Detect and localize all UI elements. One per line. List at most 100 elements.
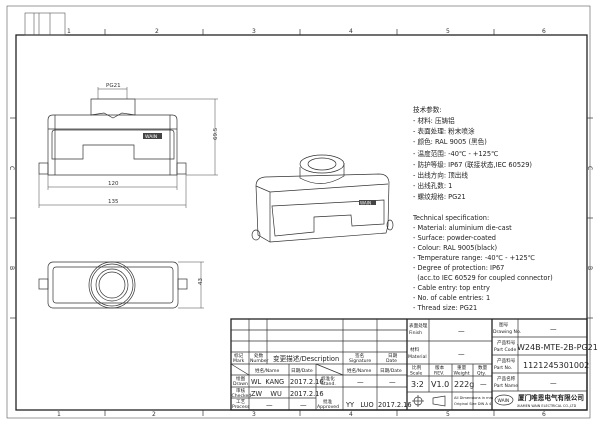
svg-text:Finish: Finish [409, 330, 422, 336]
svg-text:- 表面处理: 粉末喷涂: - 表面处理: 粉末喷涂 [413, 127, 475, 136]
svg-text:Stand.: Stand. [321, 381, 336, 387]
svg-text:- Colour: RAL 9005(black): - Colour: RAL 9005(black) [413, 244, 497, 252]
svg-text:—: — [550, 325, 557, 333]
col-marker: 2 [152, 411, 156, 418]
svg-text:222g: 222g [454, 380, 474, 389]
svg-text:Drawing No.: Drawing No. [493, 329, 521, 335]
col-marker: 1 [67, 28, 71, 35]
svg-text:ZW WU: ZW WU [251, 390, 282, 398]
company-name-en: XIAMEN WAIN ELECTRICAL CO.,LTD [517, 404, 577, 408]
svg-text:—: — [266, 401, 273, 409]
top-view: 43 [38, 261, 204, 309]
svg-text:工艺: 工艺 [236, 399, 246, 405]
spec-cn: 技术参数: - 材料: 压铸铝 - 表面处理: 粉末喷涂 - 颜色: RAL 9… [413, 105, 532, 201]
svg-text:Part No.: Part No. [494, 365, 512, 371]
svg-text:Approved: Approved [317, 404, 339, 410]
svg-text:Original Size DIN A 4: Original Size DIN A 4 [454, 402, 492, 406]
col-marker: 5 [446, 28, 450, 35]
svg-text:All Dimensions in mm: All Dimensions in mm [454, 396, 494, 400]
svg-text:日期/Date: 日期/Date [291, 368, 313, 374]
svg-text:版本: 版本 [435, 364, 445, 371]
svg-text:表面处理: 表面处理 [409, 322, 428, 329]
col-marker: 4 [349, 411, 353, 418]
svg-text:处数: 处数 [254, 352, 264, 359]
part-no-value: 1121245301002 [523, 361, 589, 370]
svg-text:- 防护等级: IP67 (联接状态,IEC 60529): - 防护等级: IP67 (联接状态,IEC 60529) [413, 160, 532, 169]
svg-text:WL KANG: WL KANG [251, 378, 284, 386]
front-view: WAIN PG21 69.5 120 135 [38, 83, 219, 208]
svg-text:—: — [458, 350, 465, 358]
svg-text:- Temperature range: -40℃ - +1: - Temperature range: -40℃ - +125℃ [413, 254, 535, 262]
svg-text:3:2: 3:2 [411, 380, 424, 389]
svg-text:Scale: Scale [410, 371, 423, 377]
svg-text:(acc.to IEC 60529 for coupled: (acc.to IEC 60529 for coupled connector) [413, 274, 553, 282]
svg-text:WAIN: WAIN [360, 200, 371, 205]
svg-text:日期/Date: 日期/Date [380, 368, 402, 374]
svg-text:重量: 重量 [457, 364, 467, 371]
svg-text:Technical specification:: Technical specification: [412, 214, 489, 222]
column-markers: 1 2 3 4 5 6 1 2 3 4 5 6 C B C B [8, 28, 593, 418]
svg-text:- Cable entry: top entry: - Cable entry: top entry [413, 284, 490, 292]
svg-text:日期: 日期 [388, 353, 398, 359]
col-marker: 5 [446, 411, 450, 418]
svg-text:姓名/Name: 姓名/Name [347, 367, 371, 374]
svg-text:- 颜色: RAL 9005 (黑色): - 颜色: RAL 9005 (黑色) [413, 137, 487, 146]
svg-text:图号: 图号 [499, 322, 509, 328]
svg-text:签名: 签名 [355, 352, 364, 359]
revision-corner-box [24, 12, 66, 36]
svg-text:2017.2.16: 2017.2.16 [290, 378, 324, 386]
svg-text:Checked: Checked [232, 393, 252, 399]
thread-dim-label: PG21 [106, 83, 121, 89]
svg-text:YY LUO: YY LUO [345, 401, 374, 409]
svg-text:- No. of cable entries: 1: - No. of cable entries: 1 [413, 294, 490, 302]
svg-text:Drawn: Drawn [233, 381, 248, 387]
height-dim-label: 69.5 [213, 127, 219, 140]
svg-text:WAIN: WAIN [145, 134, 157, 140]
svg-text:Material: Material [408, 354, 427, 360]
svg-text:—: — [550, 379, 557, 387]
svg-text:数量: 数量 [478, 364, 488, 371]
svg-text:- 材料: 压铸铝: - 材料: 压铸铝 [413, 116, 455, 125]
svg-text:产品名称: 产品名称 [497, 375, 516, 382]
svg-text:批准: 批准 [323, 398, 333, 405]
row-marker: C [586, 166, 593, 170]
col-marker: 6 [542, 28, 546, 35]
svg-text:产品料号: 产品料号 [497, 339, 516, 346]
svg-text:- 出线孔数: 1: - 出线孔数: 1 [413, 181, 452, 190]
row-marker: B [8, 266, 15, 270]
svg-text:—: — [458, 327, 465, 335]
svg-text:- Material: aluminium die-cast: - Material: aluminium die-cast [413, 224, 512, 232]
col-marker: 2 [155, 28, 159, 35]
spec-en: Technical specification: - Material: alu… [412, 214, 553, 312]
svg-text:Date: Date [386, 358, 397, 364]
company-logo: WAIN [494, 394, 514, 406]
company-name-cn: 厦门唯恩电气有限公司 [517, 393, 584, 402]
width-inner-dim-label: 120 [108, 181, 119, 187]
svg-text:- 出线方向: 顶出线: - 出线方向: 顶出线 [413, 171, 468, 180]
svg-text:- Degree of protection: IP67: - Degree of protection: IP67 [413, 264, 504, 272]
svg-text:产品料号: 产品料号 [497, 357, 516, 364]
col-marker: 1 [57, 411, 61, 418]
outer-frame [6, 5, 591, 419]
isometric-view: WAIN [251, 154, 394, 243]
col-marker: 4 [349, 28, 353, 35]
svg-text:- Surface: powder-coated: - Surface: powder-coated [413, 234, 496, 242]
svg-text:Number: Number [250, 358, 269, 364]
wain-brand-label [143, 133, 162, 139]
title-block: 标记 Mark 处数 Number 变更描述/Description 签名 Si… [230, 318, 598, 411]
svg-text:—: — [357, 378, 364, 386]
svg-text:绘图: 绘图 [236, 375, 246, 382]
svg-text:姓名/Name: 姓名/Name [255, 367, 279, 374]
svg-text:材料: 材料 [410, 346, 420, 353]
col-marker: 3 [252, 411, 256, 418]
svg-text:V1.0: V1.0 [431, 380, 449, 389]
svg-text:Part Code: Part Code [494, 347, 516, 353]
svg-text:标记: 标记 [234, 352, 244, 359]
svg-text:审核: 审核 [236, 387, 246, 394]
projection-symbol-icon [412, 395, 446, 407]
svg-text:- 温度范围: -40℃ - +125℃: - 温度范围: -40℃ - +125℃ [413, 149, 498, 158]
row-marker: B [586, 266, 593, 270]
svg-text:Part Name: Part Name [494, 383, 518, 389]
row-marker: C [8, 166, 15, 170]
svg-text:技术参数:: 技术参数: [413, 105, 442, 114]
